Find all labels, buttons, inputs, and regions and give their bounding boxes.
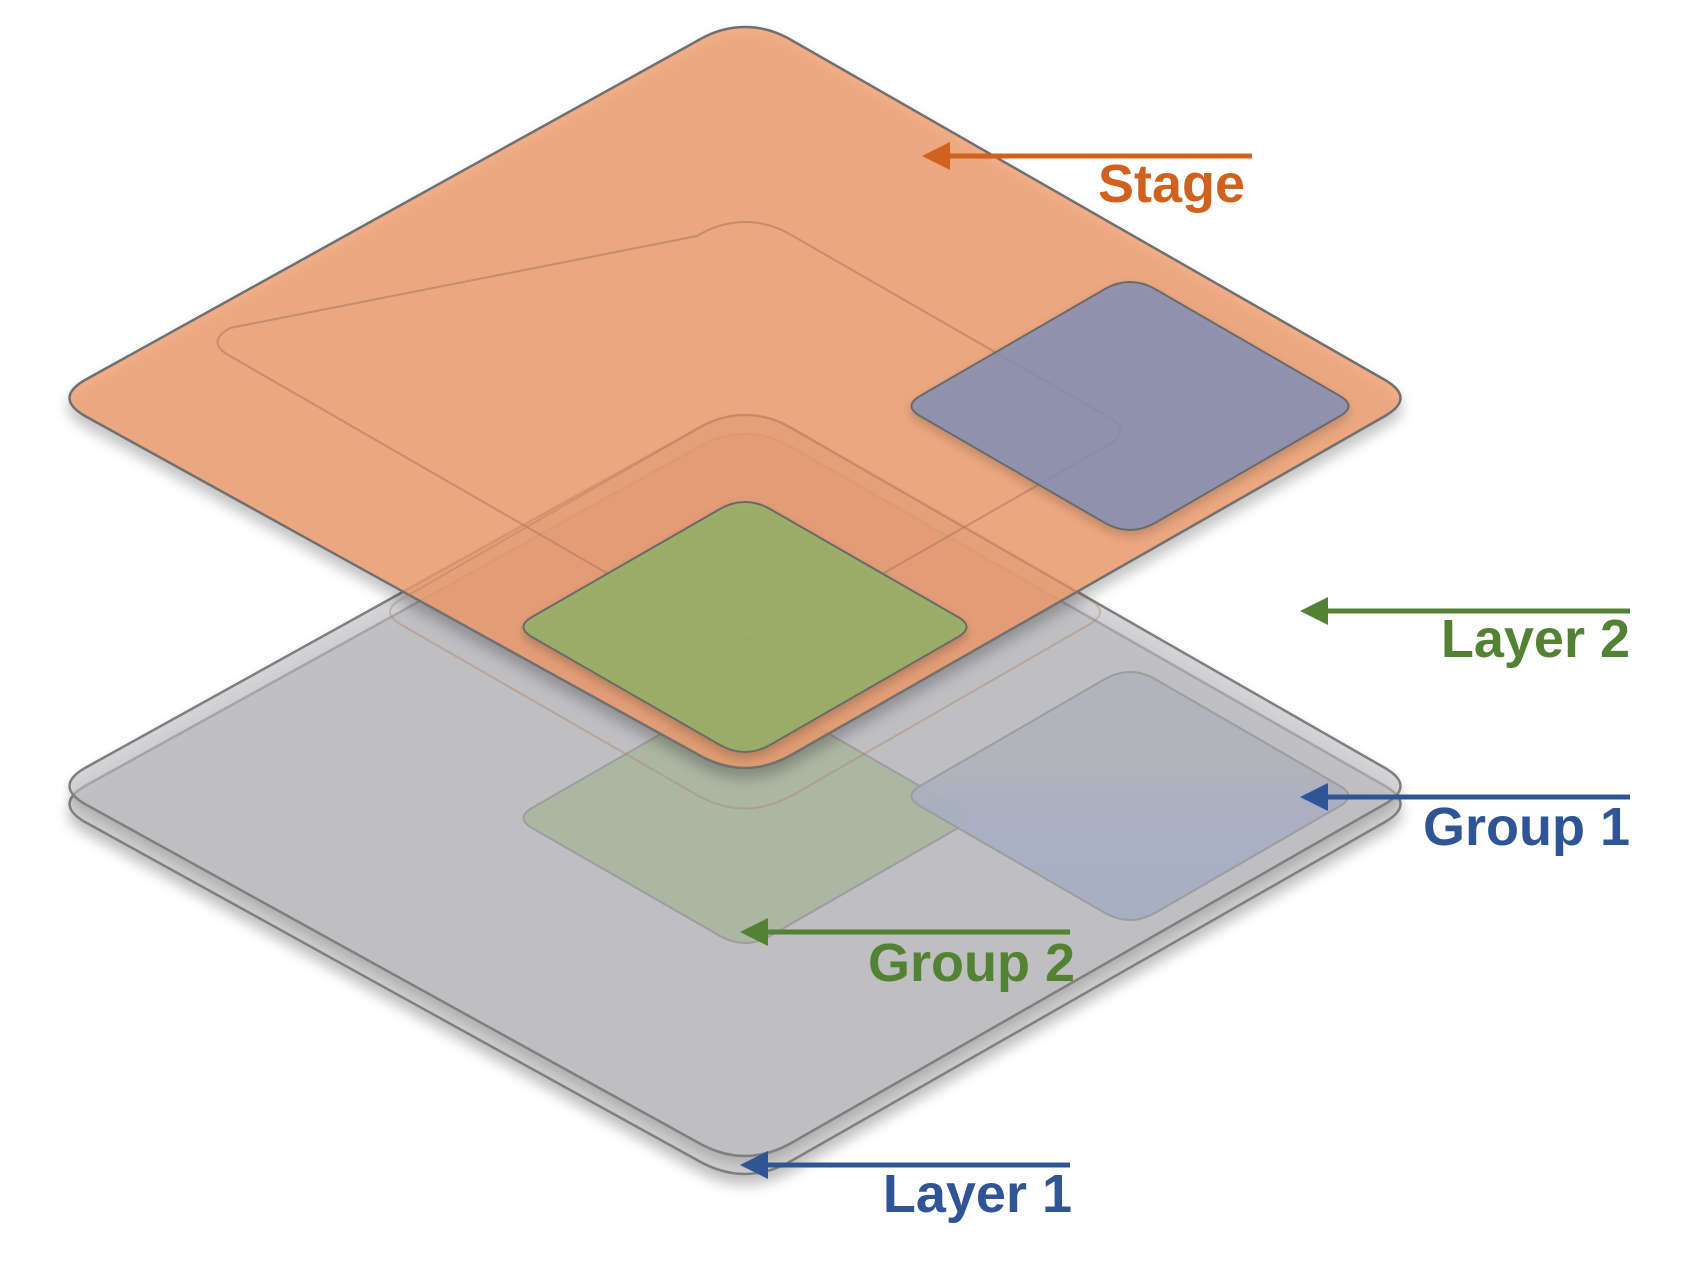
layer1-label: Layer 1 <box>883 1164 1072 1224</box>
layer2-label: Layer 2 <box>1441 609 1630 669</box>
group2-upper-shape <box>522 500 968 753</box>
group2-label: Group 2 <box>868 933 1075 993</box>
layer2-arrow <box>1300 597 1630 625</box>
group1-upper-shape <box>910 280 1350 531</box>
layer1-arrow <box>740 1151 1070 1179</box>
group2-arrow <box>740 918 1070 946</box>
group1-label: Group 1 <box>1423 797 1630 857</box>
group1-arrow <box>1300 783 1630 811</box>
stage-label: Stage <box>1098 154 1245 214</box>
stage-arrow <box>922 142 1252 170</box>
